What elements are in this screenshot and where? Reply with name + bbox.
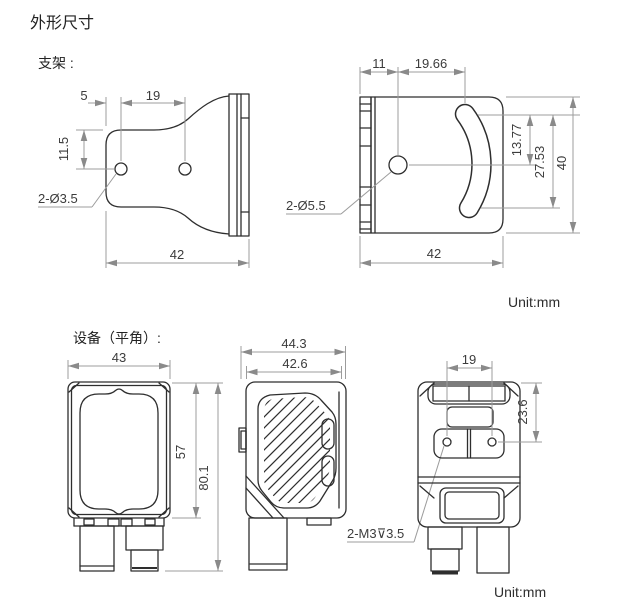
device-rear-view: 19 23.6 (417, 352, 542, 575)
dim-13-77: 13.77 (509, 124, 524, 157)
page-title: 外形尺寸 (30, 14, 94, 32)
bracket-plate-edge (228, 93, 250, 237)
dim-19: 19 (146, 88, 160, 103)
side-slot-upper (321, 418, 335, 450)
dim-19-66: 19.66 (415, 56, 448, 71)
dim-80-1: 80.1 (196, 465, 211, 490)
device-side-body (245, 381, 347, 519)
rear-screw-hole-right (487, 437, 497, 447)
dim-11: 11 (372, 56, 386, 71)
rear-connector-left (427, 526, 463, 550)
rear-lower-slot (439, 487, 505, 524)
bracket-body-outline (105, 95, 230, 235)
vent-hatch-lines (264, 397, 330, 503)
device-section-label: 设备（平角）: (73, 330, 161, 346)
bracket-section-label: 支架 : (38, 55, 74, 71)
bracket-front-hole (388, 155, 408, 175)
dim-42-side: 42 (170, 247, 184, 262)
bracket-hole-left (114, 162, 128, 176)
unit-label-top: Unit:mm (508, 294, 560, 310)
bracket-strip (359, 96, 372, 234)
dim-5: 5 (80, 88, 87, 103)
rear-top-slot (427, 383, 511, 405)
rear-connector-right (476, 526, 510, 574)
bracket-front-view: 11 19.66 13.77 27.53 40 2-Ø5.5 42 (286, 56, 580, 268)
device-front-connector-left (79, 525, 115, 572)
callout-2-d5-5: 2-Ø5.5 (286, 198, 326, 213)
rear-screw-hole-left (442, 437, 452, 447)
device-front-window (79, 388, 159, 515)
dim-42-front: 42 (427, 246, 441, 261)
device-side-view: 44.3 42.6 2-M3⊽3.5 (238, 336, 445, 571)
dim-44-3: 44.3 (281, 336, 306, 351)
device-side-vent-panel (257, 392, 337, 509)
bracket-plate-face (370, 96, 504, 234)
rear-screw-panel (433, 428, 505, 459)
bracket-side-view: 5 19 11.5 2-Ø3.5 42 (38, 88, 250, 268)
dim-11-5: 11.5 (56, 137, 71, 161)
dim-57: 57 (173, 445, 188, 459)
device-side-connector (248, 517, 288, 571)
callout-2-m3: 2-M3⊽3.5 (347, 526, 404, 541)
device-front-connector-right (125, 525, 164, 551)
dim-23-6: 23.6 (515, 399, 530, 424)
dim-19-rear: 19 (462, 352, 476, 367)
unit-label-bottom: Unit:mm (494, 584, 546, 600)
device-front-view: 43 57 80.1 (67, 350, 223, 572)
dim-40: 40 (554, 156, 569, 170)
dim-27-53: 27.53 (532, 146, 547, 179)
bracket-hole-right (178, 162, 192, 176)
device-front-body (67, 381, 171, 519)
callout-2-d3-5: 2-Ø3.5 (38, 191, 78, 206)
device-rear-body (417, 381, 521, 528)
dim-43: 43 (112, 350, 126, 365)
rear-mid-window (446, 406, 494, 428)
dim-42-6: 42.6 (282, 356, 307, 371)
side-slot-lower (321, 455, 335, 487)
